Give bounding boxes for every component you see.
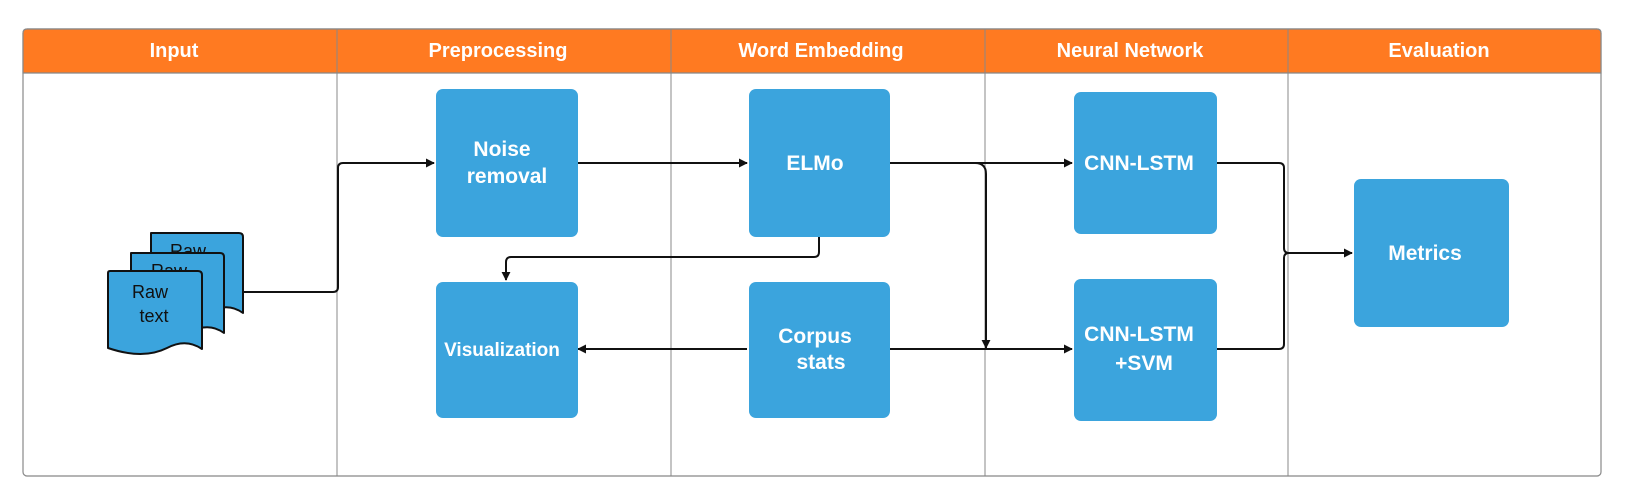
noise-removal-label-line2: removal xyxy=(467,165,548,188)
edge-raw-text-to-noise-removal xyxy=(242,158,435,293)
cnn-lstm-svm-node: CNN-LSTM +SVM xyxy=(1074,279,1217,421)
document-icon xyxy=(107,270,203,355)
cnn-lstm-svm-label-line2: +SVM xyxy=(1115,352,1173,375)
noise-removal-node: Noise removal xyxy=(436,89,578,237)
lane-title-neural-network: Neural Network xyxy=(1057,40,1205,62)
visualization-label: Visualization xyxy=(444,340,560,361)
cnn-lstm-svm-label-line1: CNN-LSTM xyxy=(1084,323,1194,346)
cnn-lstm-label: CNN-LSTM xyxy=(1084,152,1194,175)
noise-removal-label-line1: Noise xyxy=(473,138,530,161)
corpus-stats-label-line2: stats xyxy=(796,351,845,374)
metrics-node: Metrics xyxy=(1354,179,1509,327)
lane-title-word-embedding: Word Embedding xyxy=(738,40,903,62)
corpus-stats-node: Corpus stats xyxy=(749,282,890,418)
corpus-stats-label-line1: Corpus xyxy=(778,325,852,348)
lane-header-band xyxy=(22,28,1602,74)
cnn-lstm-node: CNN-LSTM xyxy=(1074,92,1217,234)
lane-title-evaluation: Evaluation xyxy=(1388,40,1489,62)
visualization-node: Visualization xyxy=(436,282,578,418)
edge-elmo-to-visualization xyxy=(501,237,820,281)
metrics-label: Metrics xyxy=(1388,242,1462,265)
elmo-node: ELMo xyxy=(749,89,890,237)
lane-title-input: Input xyxy=(150,40,199,62)
edge-cnn-lstm-svm-to-metrics xyxy=(1216,252,1290,350)
edge-elmo-to-cnn-lstm-svm xyxy=(974,162,991,349)
lane-title-preprocessing: Preprocessing xyxy=(429,40,568,62)
elmo-label: ELMo xyxy=(786,152,843,175)
raw-text-label-line2: text xyxy=(139,306,168,326)
raw-text-node: Raw Raw Raw text xyxy=(107,232,244,355)
raw-text-label-line1: Raw xyxy=(132,282,169,302)
